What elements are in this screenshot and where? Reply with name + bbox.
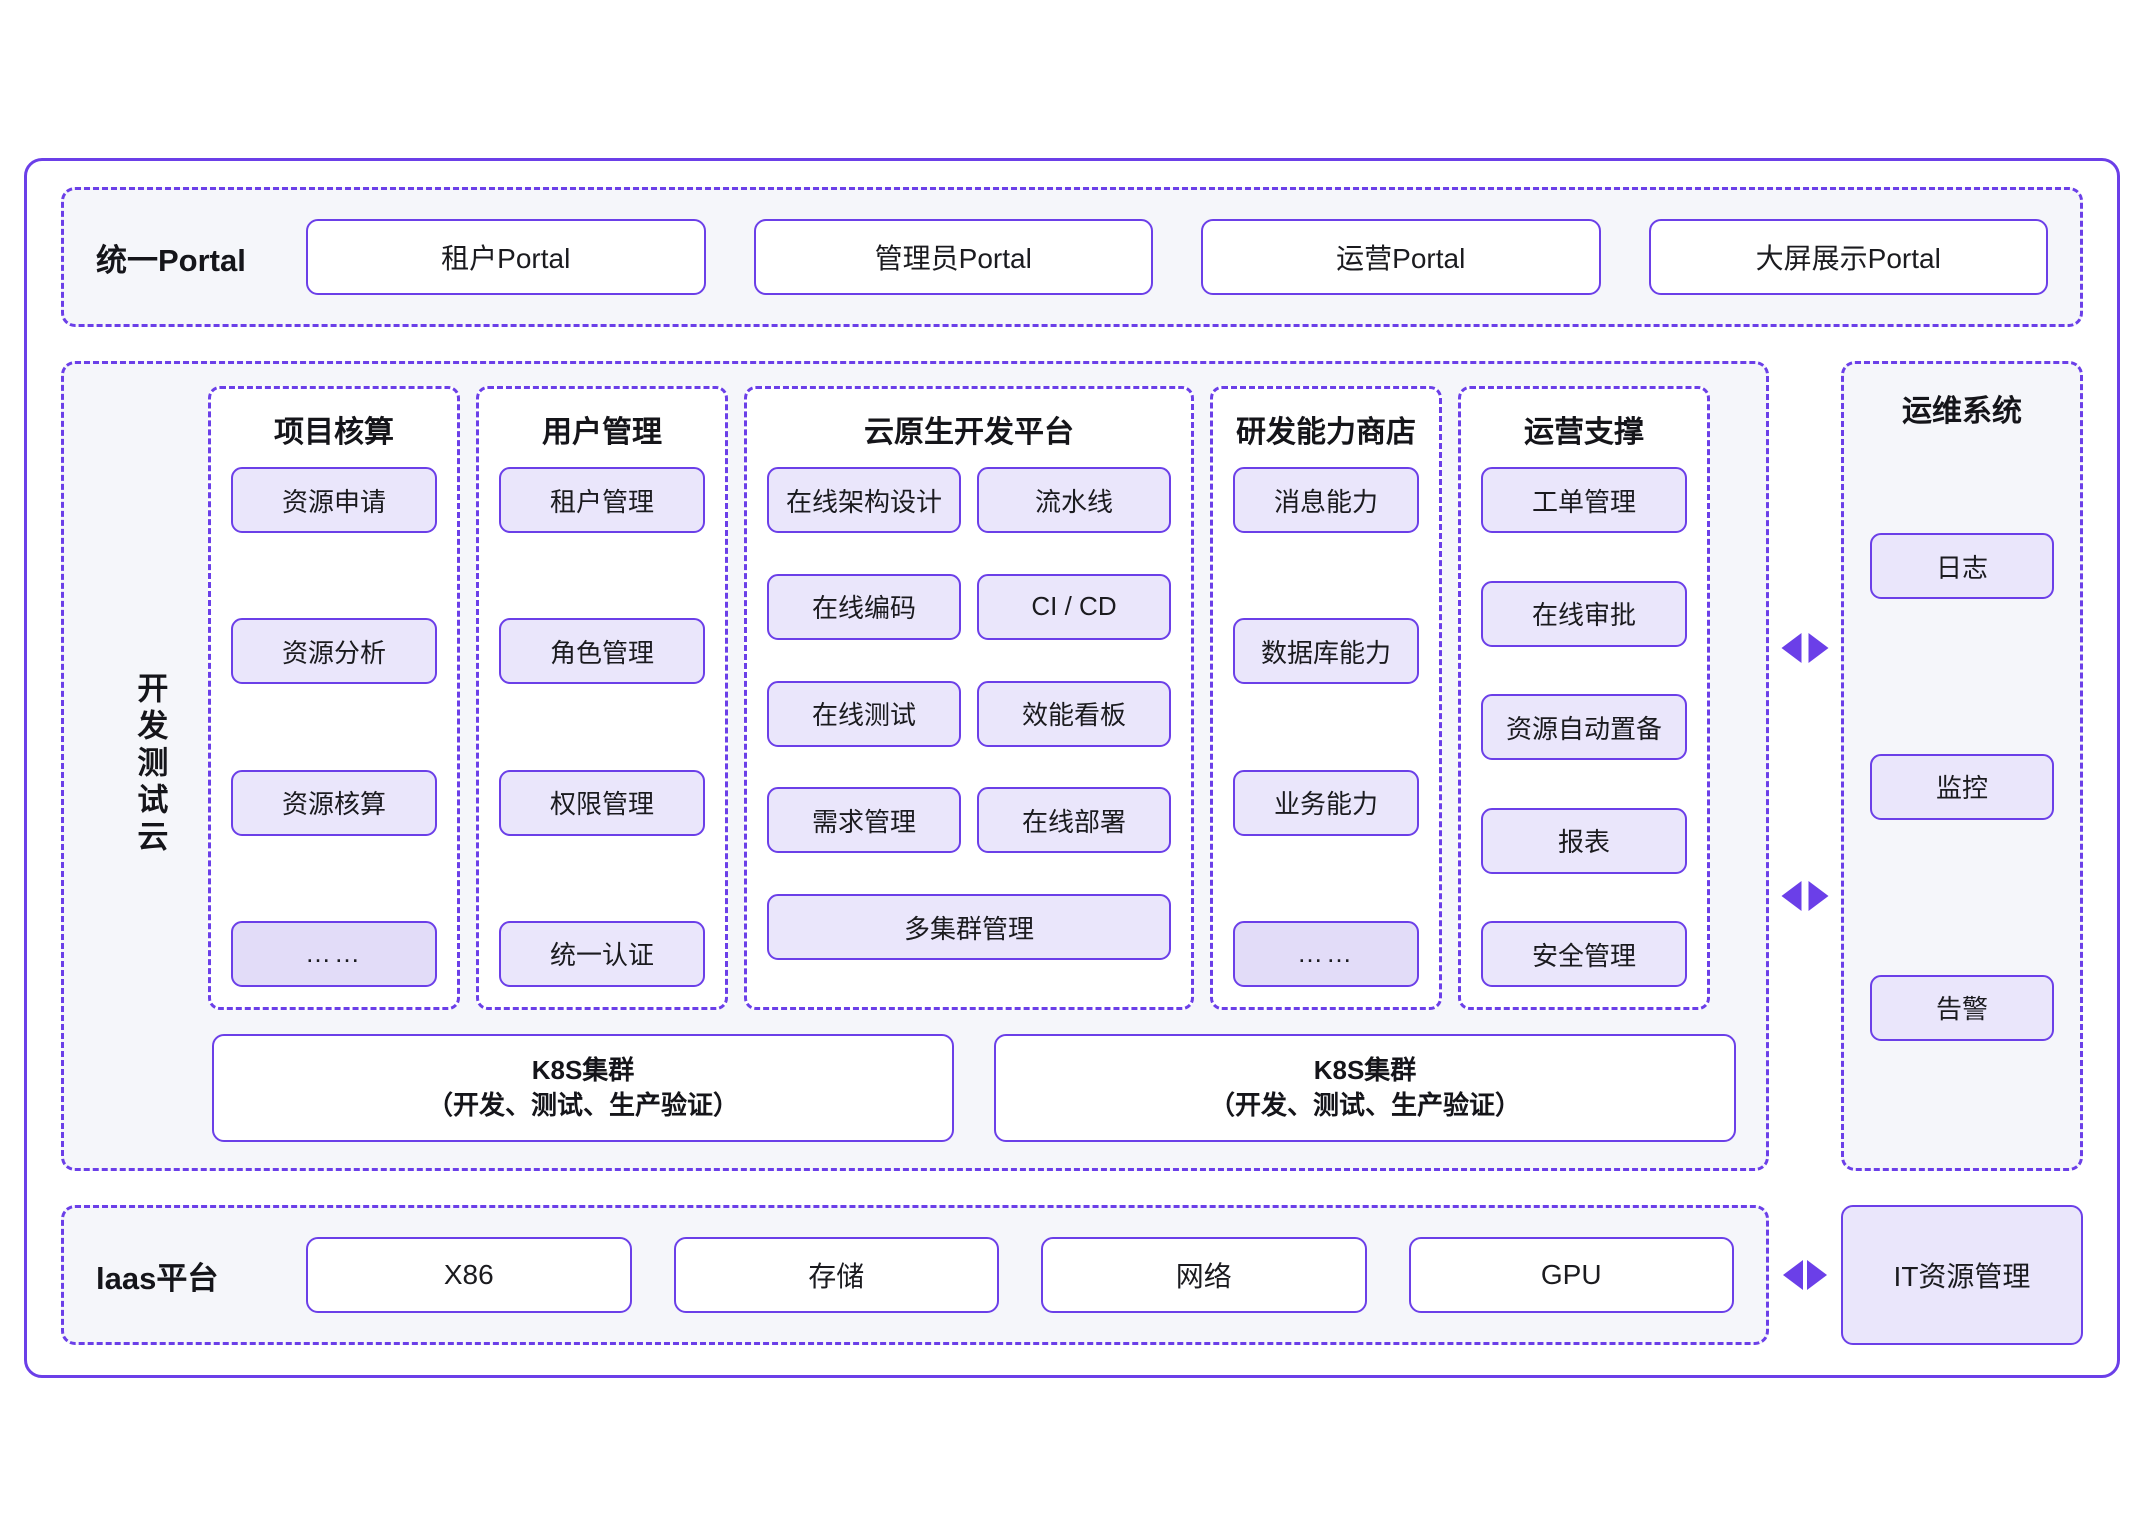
column-title: 云原生开发平台	[864, 416, 1074, 449]
k8s-cluster-subtitle: （开发、测试、生产验证）	[426, 1090, 739, 1120]
dev-test-cloud-label-wrap: 开发测试云	[90, 386, 208, 1142]
middle-connector-arrows	[1769, 361, 1841, 1171]
bidirectional-arrow-icon	[1783, 1260, 1827, 1290]
portal-section: 统一Portal 租户Portal 管理员Portal 运营Portal 大屏展…	[61, 187, 2083, 327]
chip-reports[interactable]: 报表	[1481, 807, 1687, 874]
column-items: 在线架构设计 流水线 在线编码 CI / CD 在线测试 效能看板 需求管理 在…	[767, 467, 1171, 987]
chip-online-approval[interactable]: 在线审批	[1481, 580, 1687, 647]
column-cloud-native-platform: 云原生开发平台 在线架构设计 流水线 在线编码 CI / CD 在线测试 效能看…	[744, 386, 1194, 1010]
column-operations-support: 运营支撑 工单管理 在线审批 资源自动置备 报表 安全管理	[1458, 386, 1710, 1010]
chip-requirement-management[interactable]: 需求管理	[767, 787, 961, 854]
column-items: 消息能力 数据库能力 业务能力 ……	[1233, 467, 1419, 987]
chip-pipeline[interactable]: 流水线	[977, 467, 1171, 533]
chip-business-capability[interactable]: 业务能力	[1233, 769, 1419, 836]
chip-resource-request[interactable]: 资源申请	[231, 467, 437, 533]
iaas-card-gpu[interactable]: GPU	[1408, 1237, 1734, 1313]
middle-row: 开发测试云 项目核算 资源申请 资源分析 资源核算 ……	[61, 361, 2083, 1171]
iaas-section-label: laas平台	[96, 1260, 219, 1296]
iaas-card-list: X86 存储 网络 GPU	[306, 1237, 1734, 1313]
chip-auto-provisioning[interactable]: 资源自动置备	[1481, 694, 1687, 760]
portal-card-tenant[interactable]: 租户Portal	[306, 219, 706, 295]
dev-test-cloud-label: 开发测试云	[132, 671, 168, 857]
iaas-card-network[interactable]: 网络	[1041, 1237, 1367, 1313]
column-items: 工单管理 在线审批 资源自动置备 报表 安全管理	[1481, 467, 1687, 987]
portal-section-label: 统一Portal	[96, 242, 246, 278]
chip-monitoring[interactable]: 监控	[1870, 753, 2054, 820]
ops-system-items: 日志 监控 告警	[1870, 456, 2054, 1142]
chip-permission-management[interactable]: 权限管理	[499, 769, 705, 836]
iaas-card-storage[interactable]: 存储	[673, 1237, 999, 1313]
column-items: 租户管理 角色管理 权限管理 统一认证	[499, 467, 705, 987]
chip-logs[interactable]: 日志	[1870, 533, 2054, 600]
chip-security-management[interactable]: 安全管理	[1481, 921, 1687, 987]
chip-online-architecture-design[interactable]: 在线架构设计	[767, 467, 961, 533]
bidirectional-arrow-icon	[1781, 633, 1829, 663]
arrow-right-icon	[1807, 1260, 1827, 1290]
column-title: 项目核算	[274, 416, 394, 449]
chip-resource-analysis[interactable]: 资源分析	[231, 618, 437, 685]
chip-more[interactable]: ……	[231, 920, 437, 987]
chip-tenant-management[interactable]: 租户管理	[499, 467, 705, 533]
iaas-connector-arrows	[1769, 1205, 1841, 1345]
k8s-cluster-card-2[interactable]: K8S集群 （开发、测试、生产验证）	[994, 1034, 1736, 1142]
column-rd-capability-store: 研发能力商店 消息能力 数据库能力 业务能力 ……	[1210, 386, 1442, 1010]
bidirectional-arrow-icon	[1781, 881, 1829, 911]
portal-card-list: 租户Portal 管理员Portal 运营Portal 大屏展示Portal	[306, 219, 2048, 295]
column-title: 研发能力商店	[1236, 416, 1416, 449]
portal-card-bigscreen[interactable]: 大屏展示Portal	[1648, 219, 2048, 295]
k8s-cluster-row: K8S集群 （开发、测试、生产验证） K8S集群 （开发、测试、生产验证）	[208, 1034, 1740, 1142]
k8s-cluster-card-1[interactable]: K8S集群 （开发、测试、生产验证）	[212, 1034, 954, 1142]
chip-online-deployment[interactable]: 在线部署	[977, 787, 1171, 854]
chip-online-testing[interactable]: 在线测试	[767, 680, 961, 747]
arrow-left-icon	[1781, 881, 1802, 911]
chip-unified-auth[interactable]: 统一认证	[499, 920, 705, 987]
dev-test-cloud-body: 项目核算 资源申请 资源分析 资源核算 …… 用户管理 租户管理	[208, 386, 1740, 1142]
dev-test-cloud-section: 开发测试云 项目核算 资源申请 资源分析 资源核算 ……	[61, 361, 1769, 1171]
chip-database-capability[interactable]: 数据库能力	[1233, 618, 1419, 685]
column-title: 用户管理	[542, 416, 662, 449]
portal-card-admin[interactable]: 管理员Portal	[753, 219, 1153, 295]
architecture-diagram-frame: 统一Portal 租户Portal 管理员Portal 运营Portal 大屏展…	[24, 158, 2120, 1378]
column-project-accounting: 项目核算 资源申请 资源分析 资源核算 ……	[208, 386, 460, 1010]
chip-ci-cd[interactable]: CI / CD	[977, 573, 1171, 640]
chip-efficiency-dashboard[interactable]: 效能看板	[977, 680, 1171, 747]
k8s-cluster-title: K8S集群	[1313, 1054, 1417, 1085]
chip-messaging-capability[interactable]: 消息能力	[1233, 467, 1419, 533]
column-items: 资源申请 资源分析 资源核算 ……	[231, 467, 437, 987]
chip-alerting[interactable]: 告警	[1870, 974, 2054, 1041]
column-user-management: 用户管理 租户管理 角色管理 权限管理 统一认证	[476, 386, 728, 1010]
chip-multi-cluster-management[interactable]: 多集群管理	[767, 894, 1171, 961]
column-title: 运营支撑	[1524, 416, 1644, 449]
chip-online-coding[interactable]: 在线编码	[767, 573, 961, 640]
k8s-cluster-title: K8S集群	[531, 1054, 635, 1085]
arrow-right-icon	[1808, 633, 1829, 663]
arrow-left-icon	[1781, 633, 1802, 663]
it-resource-management-card[interactable]: IT资源管理	[1841, 1205, 2083, 1345]
portal-card-operations[interactable]: 运营Portal	[1201, 219, 1601, 295]
arrow-left-icon	[1783, 1260, 1803, 1290]
ops-system-title: 运维系统	[1902, 395, 2022, 428]
chip-more[interactable]: ……	[1233, 920, 1419, 987]
chip-resource-accounting[interactable]: 资源核算	[231, 769, 437, 836]
iaas-card-x86[interactable]: X86	[306, 1237, 632, 1313]
arrow-right-icon	[1808, 881, 1829, 911]
chip-ticket-management[interactable]: 工单管理	[1481, 467, 1687, 533]
iaas-section: laas平台 X86 存储 网络 GPU	[61, 1205, 1769, 1345]
k8s-cluster-subtitle: （开发、测试、生产验证）	[1208, 1090, 1521, 1120]
chip-role-management[interactable]: 角色管理	[499, 618, 705, 685]
ops-system-section: 运维系统 日志 监控 告警	[1841, 361, 2083, 1171]
iaas-row: laas平台 X86 存储 网络 GPU IT资源管理	[61, 1205, 2083, 1345]
capability-columns: 项目核算 资源申请 资源分析 资源核算 …… 用户管理 租户管理	[208, 386, 1740, 1010]
